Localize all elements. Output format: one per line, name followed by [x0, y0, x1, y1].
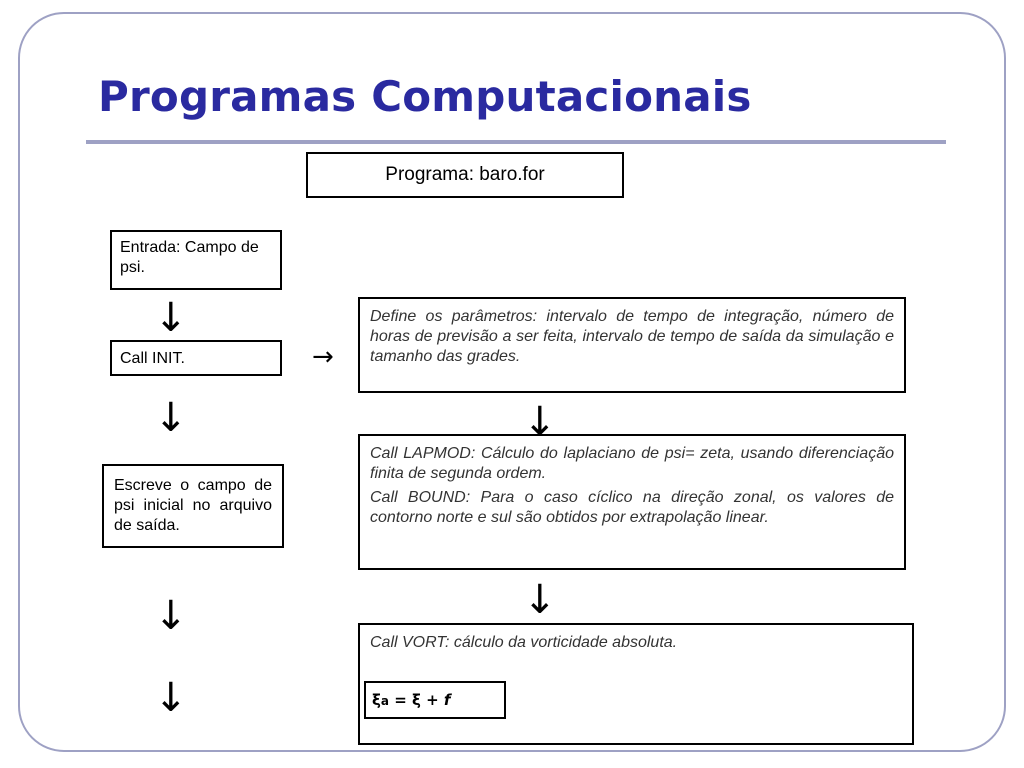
slide-title: Programas Computacionais: [98, 72, 752, 121]
arrow-down-icon: ↓: [154, 395, 188, 441]
program-name-box: Programa: baro.for: [306, 152, 624, 198]
parameters-text: Define os parâmetros: intervalo de tempo…: [370, 308, 894, 365]
input-step-box: Entrada: Campo de psi.: [110, 230, 282, 290]
arrow-right-icon: →: [312, 342, 334, 372]
absolute-vorticity-formula: ξa = ξ + f: [364, 681, 506, 719]
formula-xi: ξ: [372, 691, 381, 709]
init-step-box: Call INIT.: [110, 340, 282, 376]
slide-frame: [18, 12, 1006, 752]
lapmod-bound-step-box: Call LAPMOD: Cálculo do laplaciano de ps…: [358, 434, 906, 570]
formula-subscript: a: [380, 694, 389, 708]
vort-text: Call VORT: cálculo da vorticidade absolu…: [370, 634, 678, 651]
formula-f: f: [443, 691, 451, 709]
write-output-step-box: Escreve o campo de psi inicial no arquiv…: [102, 464, 284, 548]
arrow-down-icon: ↓: [154, 295, 188, 341]
arrow-down-icon: ↓: [154, 675, 188, 721]
arrow-down-icon: ↓: [154, 593, 188, 639]
bound-text: Call BOUND: Para o caso cíclico na direç…: [370, 489, 894, 526]
title-divider: [86, 140, 946, 144]
lapmod-text: Call LAPMOD: Cálculo do laplaciano de ps…: [370, 445, 894, 482]
parameters-step-box: Define os parâmetros: intervalo de tempo…: [358, 297, 906, 393]
arrow-down-icon: ↓: [523, 577, 557, 623]
formula-rest: = ξ +: [388, 691, 444, 709]
